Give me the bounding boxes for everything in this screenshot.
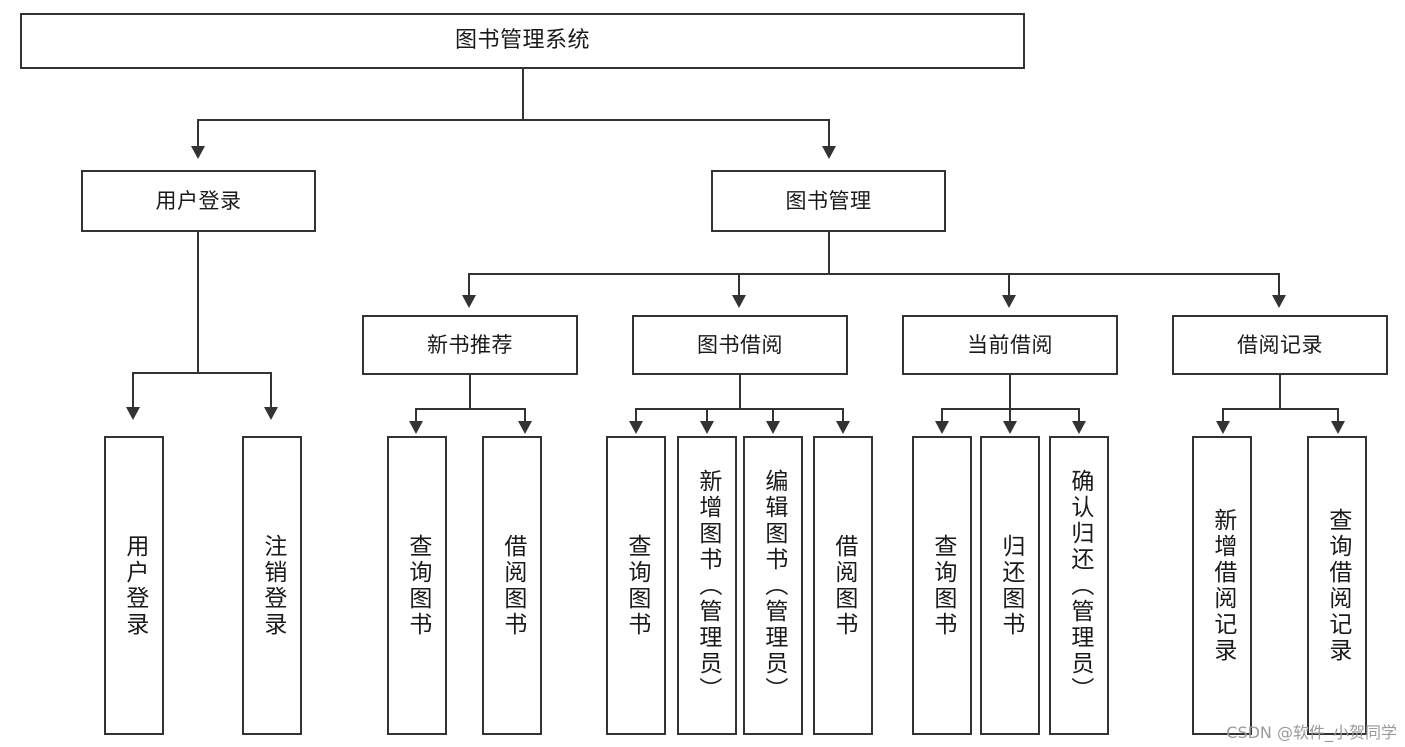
edge-book-manage-to-borrow-record [1278,273,1280,298]
edge-new-book-trunk [469,375,471,409]
edge-book-manage-to-book-borrow [738,273,740,298]
edge-current-borrow-to-leaf-1 [941,408,943,425]
edge-user-login-bus [132,372,271,374]
edge-book-borrow-trunk [739,375,741,409]
edge-new-book-to-leaf-1 [415,408,417,425]
arrow-book-manage-to-borrow-record [1272,295,1286,308]
edge-book-manage-bus [468,273,1280,275]
node-label: 注销登录 [259,533,286,638]
node-leaf-return-book[interactable]: 归还图书 [980,436,1040,735]
node-leaf-borrow-book-1[interactable]: 借阅图书 [482,436,542,735]
node-leaf-edit-book-admin[interactable]: 编辑图书（管理员） [743,436,803,735]
node-label: 用户登录 [155,188,242,213]
arrow-book-borrow-to-leaf-3 [766,421,780,434]
node-label: 查询图书 [623,533,650,638]
edge-current-borrow-to-leaf-2 [1009,408,1011,425]
edge-borrow-record-bus [1222,408,1338,410]
edge-book-borrow-to-leaf-4 [842,408,844,425]
edge-borrow-record-to-leaf-2 [1337,408,1339,425]
edge-new-book-bus [415,408,525,410]
node-label: 图书管理 [785,188,872,213]
arrow-current-borrow-to-leaf-3 [1072,421,1086,434]
arrow-book-manage-to-book-borrow [732,295,746,308]
node-book-manage[interactable]: 图书管理 [711,170,946,232]
node-label: 新书推荐 [427,332,513,357]
node-label: 借阅记录 [1237,332,1323,357]
arrow-book-borrow-to-leaf-1 [629,421,643,434]
node-label: 确认归还（管理员） [1066,468,1093,703]
arrow-root-to-user-login [191,146,205,159]
csdn-watermark: CSDN @软件_小贺同学 [1226,723,1397,742]
edge-borrow-record-to-leaf-1 [1222,408,1224,425]
edge-root-to-user-login [197,119,199,149]
node-leaf-borrow-book-2[interactable]: 借阅图书 [813,436,873,735]
arrow-book-borrow-to-leaf-2 [700,421,714,434]
edge-book-borrow-to-leaf-2 [706,408,708,425]
arrow-borrow-record-to-leaf-2 [1331,421,1345,434]
node-book-borrow[interactable]: 图书借阅 [632,315,848,375]
arrow-current-borrow-to-leaf-1 [935,421,949,434]
edge-book-manage-to-new-book [468,273,470,298]
edge-current-borrow-trunk [1009,375,1011,409]
node-label: 编辑图书（管理员） [760,468,787,703]
edge-current-borrow-to-leaf-3 [1078,408,1080,425]
node-new-book-recommend[interactable]: 新书推荐 [362,315,578,375]
arrow-book-manage-to-current-borrow [1002,295,1016,308]
node-label: 借阅图书 [830,533,857,638]
edge-user-login-to-leaf-2 [270,372,272,410]
node-label: 归还图书 [997,533,1024,638]
arrow-root-to-book-manage [822,146,836,159]
node-leaf-query-book-2[interactable]: 查询图书 [606,436,666,735]
node-user-login[interactable]: 用户登录 [81,170,316,232]
node-leaf-user-login[interactable]: 用户登录 [104,436,164,735]
edge-root-trunk [522,69,524,120]
node-borrow-record[interactable]: 借阅记录 [1172,315,1388,375]
arrow-user-login-to-leaf-2 [264,407,278,420]
node-label: 图书管理系统 [454,28,590,54]
node-label: 借阅图书 [499,533,526,638]
edge-book-borrow-to-leaf-3 [772,408,774,425]
node-leaf-confirm-return-admin[interactable]: 确认归还（管理员） [1049,436,1109,735]
node-label: 用户登录 [121,533,148,638]
arrow-user-login-to-leaf-1 [126,407,140,420]
arrow-borrow-record-to-leaf-1 [1216,421,1230,434]
node-label: 查询借阅记录 [1324,507,1351,664]
arrow-new-book-to-leaf-2 [518,421,532,434]
edge-root-to-book-manage [828,119,830,149]
arrow-new-book-to-leaf-1 [409,421,423,434]
arrow-book-borrow-to-leaf-4 [836,421,850,434]
edge-borrow-record-trunk [1279,375,1281,409]
edge-book-manage-trunk [828,232,830,274]
edge-root-bus [198,119,830,121]
node-label: 新增借阅记录 [1209,507,1236,664]
node-label: 查询图书 [404,533,431,638]
node-label: 新增图书（管理员） [694,468,721,703]
node-leaf-user-logout[interactable]: 注销登录 [242,436,302,735]
arrow-book-manage-to-new-book [462,295,476,308]
edge-book-manage-to-current-borrow [1008,273,1010,298]
edge-book-borrow-to-leaf-1 [635,408,637,425]
node-leaf-add-book-admin[interactable]: 新增图书（管理员） [677,436,737,735]
node-leaf-query-borrow-record[interactable]: 查询借阅记录 [1307,436,1367,735]
edge-user-login-to-leaf-1 [132,372,134,410]
node-label: 当前借阅 [967,332,1053,357]
edge-new-book-to-leaf-2 [524,408,526,425]
node-leaf-query-book-3[interactable]: 查询图书 [912,436,972,735]
edge-book-borrow-bus [635,408,843,410]
arrow-current-borrow-to-leaf-2 [1003,421,1017,434]
node-leaf-query-book-1[interactable]: 查询图书 [387,436,447,735]
node-label: 图书借阅 [697,332,783,357]
node-label: 查询图书 [929,533,956,638]
node-book-management-system[interactable]: 图书管理系统 [20,13,1025,69]
edge-user-login-trunk [197,232,199,373]
node-leaf-add-borrow-record[interactable]: 新增借阅记录 [1192,436,1252,735]
node-current-borrow[interactable]: 当前借阅 [902,315,1118,375]
